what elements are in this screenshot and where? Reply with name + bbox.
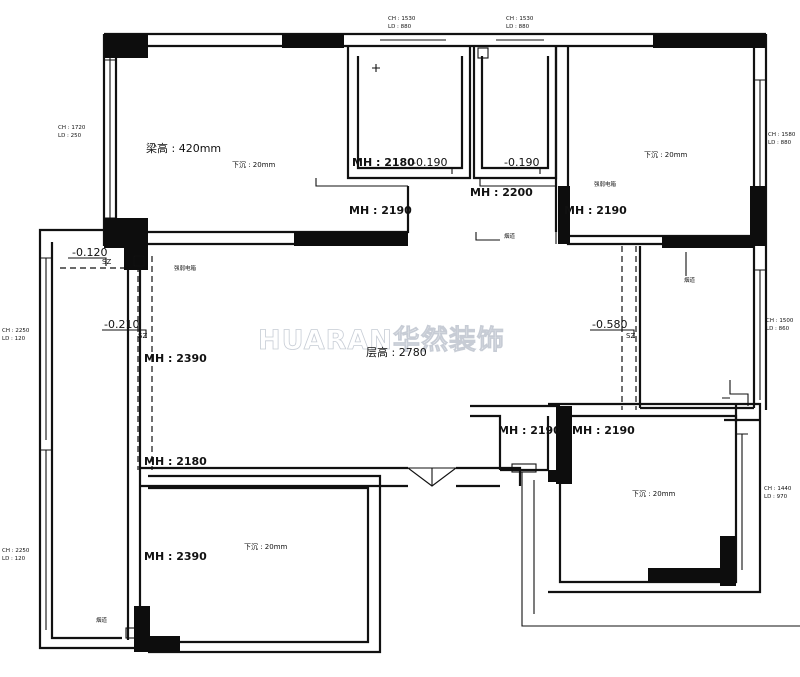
w2-ch: CH : 1530: [506, 16, 534, 22]
level-labels: -0.190 -0.190 -0.120 -0.210 -0.580 SZ SZ…: [72, 156, 635, 340]
mh-2180-left: MH : 2180: [144, 455, 207, 468]
mh-2190-b: MH : 2190: [564, 204, 627, 217]
w2-ld: LD : 880: [506, 24, 530, 30]
w5-ld: LD : 120: [2, 336, 26, 342]
ceiling-height: 层高 : 2780: [366, 345, 427, 359]
sz-label-3: SZ: [626, 332, 635, 340]
box-marker: [475, 232, 500, 241]
window-labels: CH : 1530 LD : 880 CH : 1530 LD : 880 CH…: [2, 16, 796, 562]
mh-2200: MH : 2200: [470, 186, 533, 199]
stair-icon: [511, 463, 537, 473]
drop-label-3: 下沉 : 20mm: [244, 543, 288, 551]
note-flue-1: 烟道: [504, 232, 516, 240]
sz-label-2: SZ: [138, 332, 147, 340]
watermark: HUARAN华然装饰: [258, 324, 505, 356]
mh-2190-c: MH : 2190: [498, 424, 561, 437]
note-flue-3: 烟道: [96, 616, 108, 624]
level-marker-lines: [68, 167, 635, 338]
level-left-mid: -0.210: [104, 318, 139, 331]
beam-height: 梁高 : 420mm: [146, 141, 221, 155]
w1-ch: CH : 1530: [388, 16, 416, 22]
note-box-2: 强弱电箱: [594, 180, 617, 188]
w6-ch: CH : 1500: [766, 318, 794, 324]
w8-ld: LD : 970: [764, 494, 788, 500]
mh-2390-a: MH : 2390: [144, 352, 207, 365]
crosshair-icon: [372, 64, 380, 72]
drop-label-4: 下沉 : 20mm: [632, 490, 676, 498]
w1-ld: LD : 880: [388, 24, 412, 30]
mh-2390-b: MH : 2390: [144, 550, 207, 563]
height-labels: MH : 2180 MH : 2200 MH : 2190 MH : 2190 …: [144, 141, 635, 563]
mh-2190-a: MH : 2190: [349, 204, 412, 217]
outlet-icon: [133, 255, 145, 267]
w4-ch: CH : 1580: [768, 132, 796, 138]
mh-2190-d: MH : 2190: [572, 424, 635, 437]
outlet-icon-2: [125, 627, 137, 639]
w8-ch: CH : 1440: [764, 486, 792, 492]
mh-2180-top: MH : 2180: [352, 156, 415, 169]
w7-ld: LD : 120: [2, 556, 26, 562]
w7-ch: CH : 2250: [2, 548, 30, 554]
floor-drain-icon: [477, 47, 489, 59]
w4-ld: LD : 880: [768, 140, 792, 146]
note-flue-2: 烟道: [684, 276, 696, 284]
w6-ld: LD : 860: [766, 326, 790, 332]
w5-ch: CH : 2250: [2, 328, 30, 334]
dashed-lines: [60, 246, 637, 470]
level-top-b: -0.190: [504, 156, 539, 169]
w3-ch: CH : 1720: [58, 125, 86, 131]
drop-label-1: 下沉 : 20mm: [232, 161, 276, 169]
drop-labels: 下沉 : 20mm 下沉 : 20mm 下沉 : 20mm 下沉 : 20mm: [232, 151, 688, 551]
note-box-1: 强弱电箱: [174, 264, 197, 272]
sz-label-1: SZ: [102, 258, 111, 266]
structural-columns: [104, 34, 766, 652]
level-left-top: -0.120: [72, 246, 107, 259]
windows: [40, 33, 766, 630]
level-right-mid: -0.580: [592, 318, 627, 331]
fixtures: [125, 47, 687, 639]
w3-ld: LD : 250: [58, 133, 82, 139]
drop-label-2: 下沉 : 20mm: [644, 151, 688, 159]
note-labels: 烟道 强弱电箱 强弱电箱 烟道 烟道: [96, 180, 696, 624]
level-top-a: -0.190: [412, 156, 447, 169]
